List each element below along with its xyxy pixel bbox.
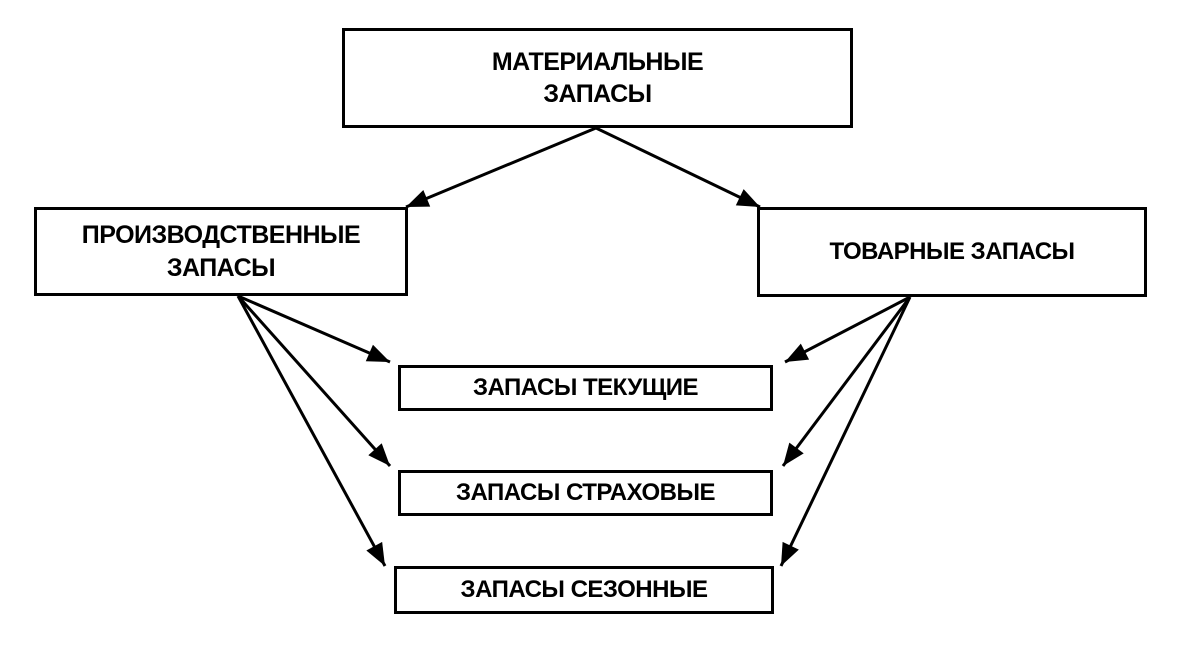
- node-current-inventory-label: ЗАПАСЫ ТЕКУЩИЕ: [472, 374, 699, 402]
- node-seasonal-inventory-label: ЗАПАСЫ СЕЗОННЫЕ: [460, 576, 708, 604]
- node-commodity-inventory: ТОВАРНЫЕ ЗАПАСЫ: [757, 207, 1147, 297]
- arrow-production-to-seasonal: [236, 295, 387, 567]
- node-current-inventory: ЗАПАСЫ ТЕКУЩИЕ: [398, 365, 773, 411]
- node-production-inventory-line2: ЗАПАСЫ: [166, 253, 276, 282]
- node-production-inventory-line1: ПРОИЗВОДСТВЕННЫЕ: [81, 221, 361, 249]
- node-commodity-inventory-label: ТОВАРНЫЕ ЗАПАСЫ: [829, 238, 1075, 266]
- node-seasonal-inventory: ЗАПАСЫ СЕЗОННЫЕ: [394, 566, 774, 614]
- arrow-root-to-production: [405, 126, 597, 209]
- arrow-production-to-safety: [236, 295, 392, 467]
- arrow-commodity-to-seasonal: [779, 296, 912, 567]
- arrow-commodity-to-safety: [781, 296, 912, 467]
- arrow-commodity-to-current: [784, 295, 911, 364]
- node-material-inventory: МАТЕРИАЛЬНЫЕ ЗАПАСЫ: [342, 28, 853, 128]
- arrow-root-to-commodity: [595, 126, 761, 209]
- arrow-production-to-current: [237, 294, 391, 364]
- node-production-inventory: ПРОИЗВОДСТВЕННЫЕ ЗАПАСЫ: [34, 207, 408, 296]
- node-safety-inventory-label: ЗАПАСЫ СТРАХОВЫЕ: [455, 479, 716, 507]
- node-material-inventory-line2: ЗАПАСЫ: [543, 80, 652, 108]
- node-safety-inventory: ЗАПАСЫ СТРАХОВЫЕ: [398, 470, 773, 516]
- node-material-inventory-line1: МАТЕРИАЛЬНЫЕ: [491, 47, 704, 76]
